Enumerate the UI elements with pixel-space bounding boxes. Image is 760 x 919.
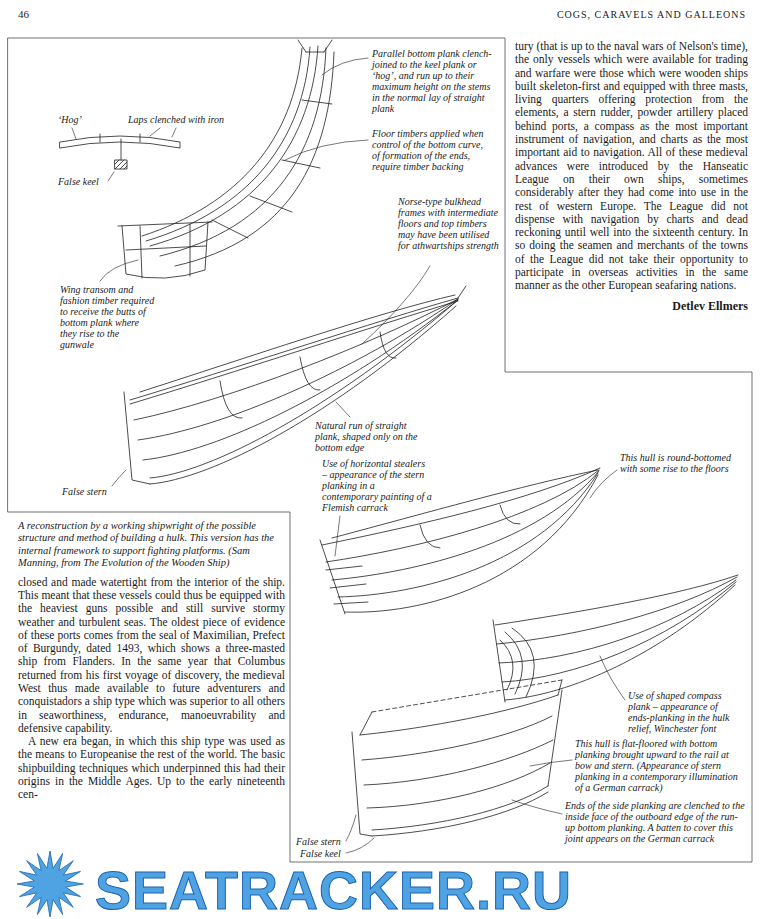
callout-note: This hull is flat-floored with bottom pl… xyxy=(575,738,747,793)
watermark-star xyxy=(17,851,83,917)
plank-line xyxy=(134,299,458,420)
false-keel xyxy=(150,306,456,484)
callout-note: False keel xyxy=(300,848,341,859)
leader-line xyxy=(600,656,625,700)
leader-line xyxy=(150,128,176,137)
plank-line xyxy=(367,763,550,808)
plank-line xyxy=(499,580,736,663)
figure-frame xyxy=(8,38,752,862)
leader-line xyxy=(72,128,76,139)
lap-mark xyxy=(100,134,140,142)
callout-note: False stern xyxy=(296,836,341,847)
stem-fork xyxy=(298,40,332,52)
leader-line xyxy=(346,838,374,853)
leader-line xyxy=(100,260,138,281)
bottom-plank xyxy=(150,46,318,246)
hulk-hull xyxy=(124,286,466,484)
leader-line xyxy=(346,815,356,841)
bottom-plank xyxy=(160,48,326,256)
callout-note: Parallel bottom plank clench-joined to t… xyxy=(372,48,497,114)
flat-hull xyxy=(352,680,562,836)
keel-joint xyxy=(121,139,122,160)
sheer-line xyxy=(360,695,558,735)
callout-note: Floor timbers applied when control of th… xyxy=(372,128,484,172)
body-text: tury (that is up to the naval wars of Ne… xyxy=(515,40,748,293)
leader-line xyxy=(590,470,617,498)
sheer-line xyxy=(495,575,738,625)
watermark: SEATRACKER.RU xyxy=(95,863,572,917)
keel-hatch xyxy=(115,160,127,169)
plank-line xyxy=(502,582,736,682)
callout-note: Ends of the side planking are clenched t… xyxy=(565,800,747,844)
keel-line xyxy=(505,585,735,700)
plank-line xyxy=(138,299,458,440)
hull-framework xyxy=(118,40,334,278)
bottom-plank xyxy=(146,47,310,241)
plank-line xyxy=(497,577,737,644)
frame-line xyxy=(420,505,520,548)
hog-plank xyxy=(60,136,180,148)
callout-note: False stern xyxy=(62,486,107,497)
callout-note: ‘Hog’ xyxy=(58,114,82,125)
leader-line xyxy=(512,800,562,814)
callout-note: This hull is round-bottomed with some ri… xyxy=(620,452,732,474)
page-number: 46 xyxy=(18,8,29,21)
callout-note: Wing transom and fashion timber required… xyxy=(60,284,155,350)
keel-line xyxy=(372,786,548,830)
plank-line xyxy=(143,300,458,460)
leader-line xyxy=(530,760,572,766)
author-name: Detlev Ellmers xyxy=(515,299,748,313)
far-rail xyxy=(372,680,562,712)
leader-line xyxy=(285,140,368,160)
stem-post xyxy=(458,286,466,298)
compass-hull xyxy=(493,575,738,702)
keel-line xyxy=(150,300,458,478)
callout-note: Use of horizontal stealers – appearance … xyxy=(322,458,432,513)
end-rail xyxy=(360,680,562,735)
leader-line xyxy=(108,172,114,181)
body-text: closed and made watertight from the inte… xyxy=(18,576,285,736)
plank-line xyxy=(362,716,552,760)
stem-post xyxy=(548,690,562,786)
leader-line xyxy=(362,266,430,344)
bottom-plank xyxy=(175,52,334,266)
body-text: A new era began, in which this ship type… xyxy=(18,735,285,801)
leader-line xyxy=(322,58,368,75)
bottom-plank xyxy=(142,48,302,236)
leader-line xyxy=(112,470,126,486)
callout-note: Natural run of straight plank, shaped on… xyxy=(315,420,430,453)
false-keel-block xyxy=(115,160,127,169)
callout-note: Norse-type bulkhead frames with intermed… xyxy=(398,196,500,251)
stealer xyxy=(326,566,368,604)
inner-gunwale xyxy=(140,295,455,392)
leader-line xyxy=(335,516,340,556)
stern-post xyxy=(124,392,150,484)
compass-plank xyxy=(500,628,534,697)
figure-caption: A reconstruction by a working shipwright… xyxy=(18,520,285,570)
bulkhead xyxy=(220,332,396,418)
plank-line xyxy=(364,740,553,785)
rail-line xyxy=(130,301,458,404)
callout-note: False keel xyxy=(58,176,99,187)
leader-line xyxy=(336,402,350,417)
sheer-line xyxy=(130,298,458,400)
callout-note: Use of shaped compass plank – appearance… xyxy=(628,690,740,734)
stern-post xyxy=(352,732,372,836)
running-head: COGS, CARAVELS AND GALLEONS xyxy=(470,9,746,21)
floor-timber xyxy=(212,100,332,238)
callout-note: Laps clenched with iron xyxy=(128,114,224,125)
stern-post xyxy=(320,540,345,614)
hog-section xyxy=(60,134,180,169)
false-keel xyxy=(372,792,548,836)
wing-transom xyxy=(118,222,212,278)
